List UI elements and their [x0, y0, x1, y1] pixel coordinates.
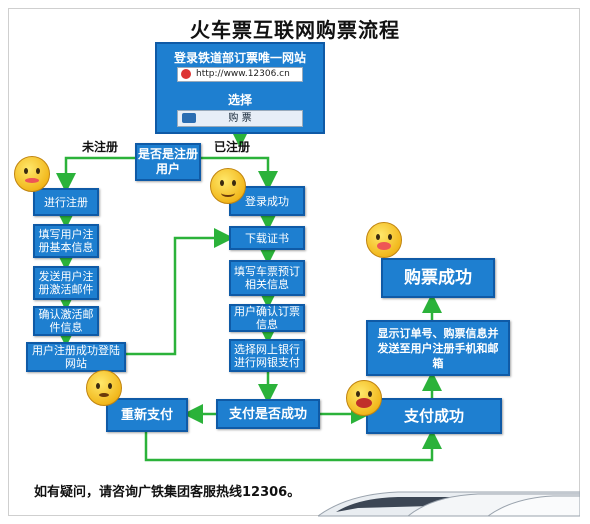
footer-hotline: 如有疑问，请咨询广铁集团客服热线12306。 [34, 485, 301, 500]
node-is-registered: 是否是注册用户 [135, 143, 201, 181]
node-login-success: 登录成功 [229, 186, 305, 216]
node-bank-pay: 选择网上银行进行网银支付 [229, 339, 305, 372]
label-registered: 已注册 [214, 140, 251, 154]
buy-label: 购 票 [228, 113, 252, 124]
node-pay-success: 支付成功 [366, 398, 502, 434]
browser-icon [181, 69, 191, 79]
victory-face-icon [366, 222, 402, 258]
node-confirm-email: 确认激活邮件信息 [33, 306, 99, 336]
happy-face-icon [210, 168, 246, 204]
page-title: 火车票互联网购票流程 [190, 18, 400, 42]
laughing-face-icon [346, 380, 382, 416]
login-site-panel: 登录铁道部订票唯一网站 http://www.12306.cn 选择 购 票 [155, 42, 325, 134]
node-register-success: 用户注册成功登陆网站 [26, 342, 126, 372]
select-label: 选择 [227, 93, 252, 107]
node-download-cert: 下载证书 [229, 226, 305, 250]
node-show-order: 显示订单号、购票信息并发送至用户注册手机和邮箱 [366, 320, 510, 376]
node-pay-check: 支付是否成功 [216, 399, 320, 429]
buy-ticket-button: 购 票 [177, 110, 303, 127]
panel-title: 登录铁道部订票唯一网站 [173, 51, 306, 65]
url-bar: http://www.12306.cn [177, 67, 303, 82]
train-icon [318, 491, 580, 517]
shy-face-icon [14, 156, 50, 192]
label-unregistered: 未注册 [82, 140, 119, 154]
computer-icon [182, 113, 196, 123]
node-do-register: 进行注册 [33, 188, 99, 216]
node-fill-info: 填写用户注册基本信息 [33, 224, 99, 258]
node-repay: 重新支付 [106, 398, 188, 432]
node-fill-order: 填写车票预订相关信息 [229, 260, 305, 296]
node-confirm-order: 用户确认订票信息 [229, 304, 305, 332]
node-send-email: 发送用户注册激活邮件 [33, 266, 99, 300]
crying-face-icon [86, 370, 122, 406]
url-text: http://www.12306.cn [196, 69, 290, 79]
outer-frame [8, 8, 580, 516]
node-buy-success: 购票成功 [381, 258, 495, 298]
